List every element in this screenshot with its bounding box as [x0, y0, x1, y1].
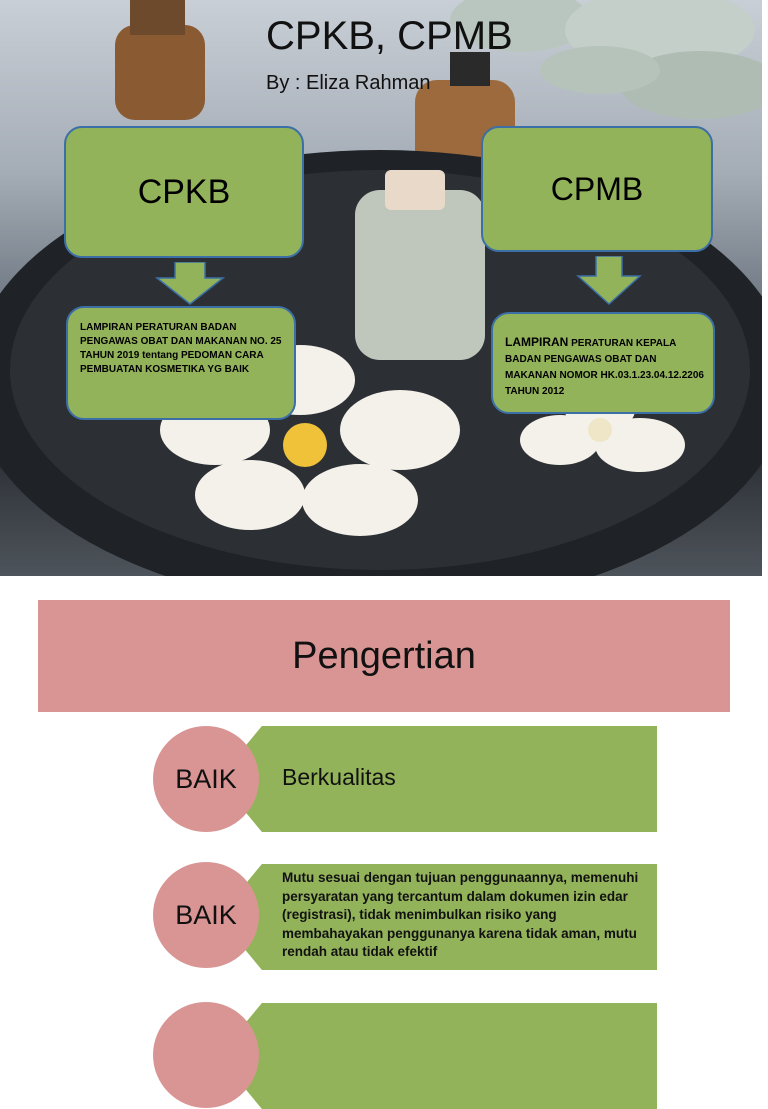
baik-badge	[153, 1002, 259, 1108]
baik-badge: BAIK	[153, 862, 259, 968]
baik-badge-label: BAIK	[175, 899, 237, 930]
down-arrow-icon	[155, 262, 225, 305]
cpmb-description-rest: peraturan kepala badan pengawas obat dan…	[505, 338, 704, 397]
definition-ribbon	[218, 726, 657, 832]
pengertian-banner: Pengertian	[38, 600, 730, 712]
slide-title: CPKB, CPMB	[266, 14, 513, 58]
definition-ribbon	[218, 1003, 657, 1109]
definition-text: Mutu sesuai dengan tujuan penggunaannya,…	[282, 870, 639, 960]
cpkb-description-tentang: tentang	[142, 350, 179, 361]
baik-badge: BAIK	[153, 726, 259, 832]
cpkb-description-tail: pedoman cara pembuatan kosmetika yg baik	[80, 350, 264, 375]
cpmb-box: CPMB	[481, 126, 713, 252]
cpkb-box: CPKB	[64, 126, 304, 258]
cpmb-description-box: Lampiran peraturan kepala badan pengawas…	[491, 312, 715, 414]
baik-badge-label: BAIK	[175, 763, 237, 794]
down-arrow-icon	[576, 256, 642, 306]
cpkb-heading: CPKB	[137, 172, 231, 211]
pengertian-heading: Pengertian	[292, 634, 476, 677]
cpmb-heading: CPMB	[550, 170, 644, 207]
cpkb-description-main: Lampiran peraturan badan pengawas obat d…	[80, 322, 282, 361]
cpkb-description-box: Lampiran peraturan badan pengawas obat d…	[66, 306, 296, 420]
cpmb-description-lead: Lampiran	[505, 335, 569, 349]
slide-cpkb-cpmb: CPKB, CPMB By : Eliza Rahman CPKB Lampir…	[0, 0, 762, 576]
slide-subtitle: By : Eliza Rahman	[266, 72, 431, 94]
definition-text: Berkualitas	[282, 764, 396, 790]
definition-ribbon	[218, 864, 657, 970]
